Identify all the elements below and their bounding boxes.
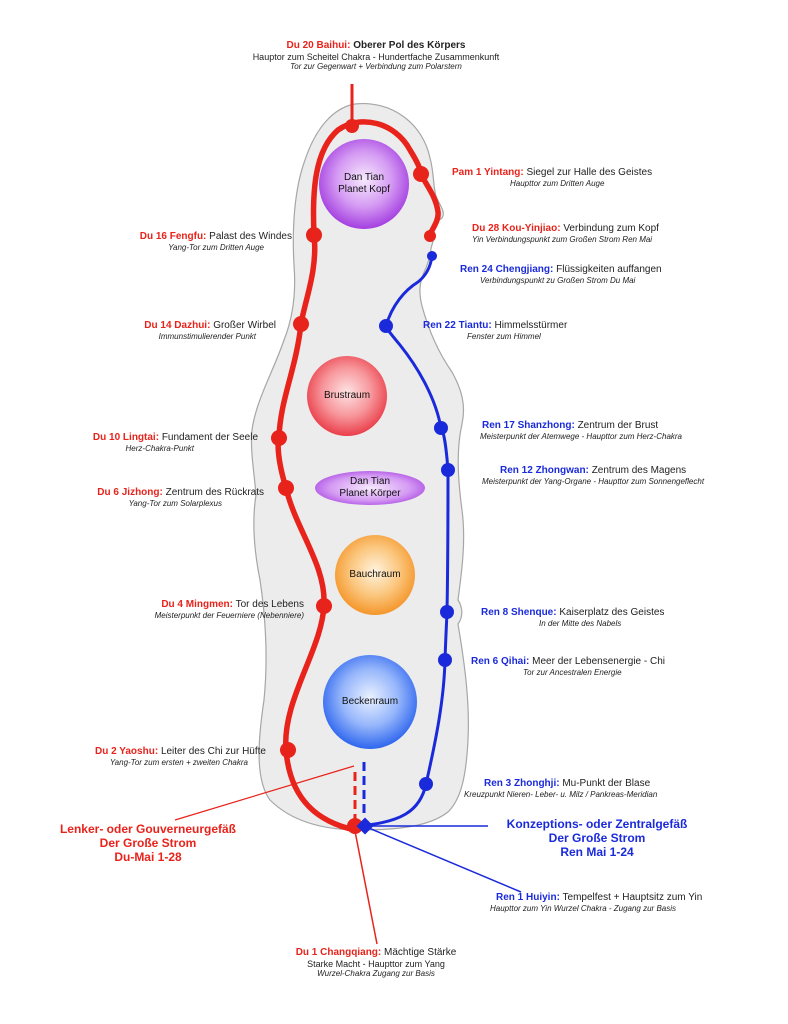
ren22-point [379, 319, 393, 333]
ren6-label: Ren 6 Qihai: Meer der Lebensenergie - Ch… [471, 656, 665, 677]
du28-point [424, 230, 436, 242]
du14-point [293, 316, 309, 332]
pam1-point [413, 166, 429, 182]
zone-pelvis-orb [323, 655, 417, 749]
du28-label: Du 28 Kou-Yinjiao: Verbindung zum Kopf Y… [472, 223, 659, 244]
du20-point [345, 119, 359, 133]
du1-connector [353, 825, 378, 945]
ren12-point [441, 463, 455, 477]
ren24-point [427, 251, 437, 261]
ren17-label: Ren 17 Shanzhong: Zentrum der Brust Meis… [480, 420, 682, 441]
du1-label: Du 1 Changqiang: Mächtige Stärke Starke … [295, 947, 457, 978]
du-vessel-title: Lenker- oder Gouverneurgefäß Der Große S… [59, 822, 237, 864]
ren3-label: Ren 3 Zhonghji: Mu-Punkt der Blase Kreuz… [464, 778, 658, 799]
ren1-connector [363, 825, 522, 893]
zone-chest-label: Brustraum [323, 390, 371, 401]
zone-belly-orb [335, 535, 415, 615]
ren-points [356, 251, 455, 835]
du10-label: Du 10 Lingtai: Fundament der Seele Herz-… [92, 432, 258, 453]
du-vessel-connector [174, 765, 355, 821]
du4-point [316, 598, 332, 614]
ren1-label: Ren 1 Huiyin: Tempelfest + Hauptsitz zum… [490, 892, 703, 913]
ren8-point [440, 605, 454, 619]
ren-vessel-title: Konzeptions- oder Zentralgefäß Der Große… [506, 817, 688, 859]
du1-point [347, 818, 363, 834]
du2-point [280, 742, 296, 758]
du-points [271, 119, 436, 834]
ren3-point [419, 777, 433, 791]
du2-label: Du 2 Yaoshu: Leiter des Chi zur Hüfte Ya… [94, 746, 266, 767]
ren22-label: Ren 22 Tiantu: Himmelsstürmer Fenster zu… [423, 320, 568, 341]
ren1-point [356, 817, 374, 835]
ren24-label: Ren 24 Chengjiang: Flüssigkeiten auffang… [460, 264, 662, 285]
du6-label: Du 6 Jizhong: Zentrum des Rückrats Yang-… [97, 487, 264, 508]
zone-head-orb [319, 139, 409, 229]
ren12-label: Ren 12 Zhongwan: Zentrum des Magens Meis… [482, 465, 705, 486]
du4-label: Du 4 Mingmen: Tor des Lebens Meisterpunk… [154, 599, 304, 620]
zone-belly-label: Bauchraum [349, 569, 401, 580]
pam1-label: Pam 1 Yintang: Siegel zur Halle des Geis… [452, 167, 653, 188]
zone-pelvis-label: Beckenraum [341, 696, 399, 707]
du16-label: Du 16 Fengfu: Palast des Windes Yang-Tor… [139, 231, 292, 252]
du6-point [278, 480, 294, 496]
du16-point [306, 227, 322, 243]
du10-point [271, 430, 287, 446]
du20-label: Du 20 Baihui: Oberer Pol des Körpers Hau… [252, 40, 500, 71]
ren6-point [438, 653, 452, 667]
zone-chest-orb [307, 356, 387, 436]
du14-label: Du 14 Dazhui: Großer Wirbel Immunstimuli… [144, 320, 276, 341]
ren8-label: Ren 8 Shenque: Kaiserplatz des Geistes I… [481, 607, 665, 628]
zone-mid-orb [315, 471, 425, 505]
ren17-point [434, 421, 448, 435]
